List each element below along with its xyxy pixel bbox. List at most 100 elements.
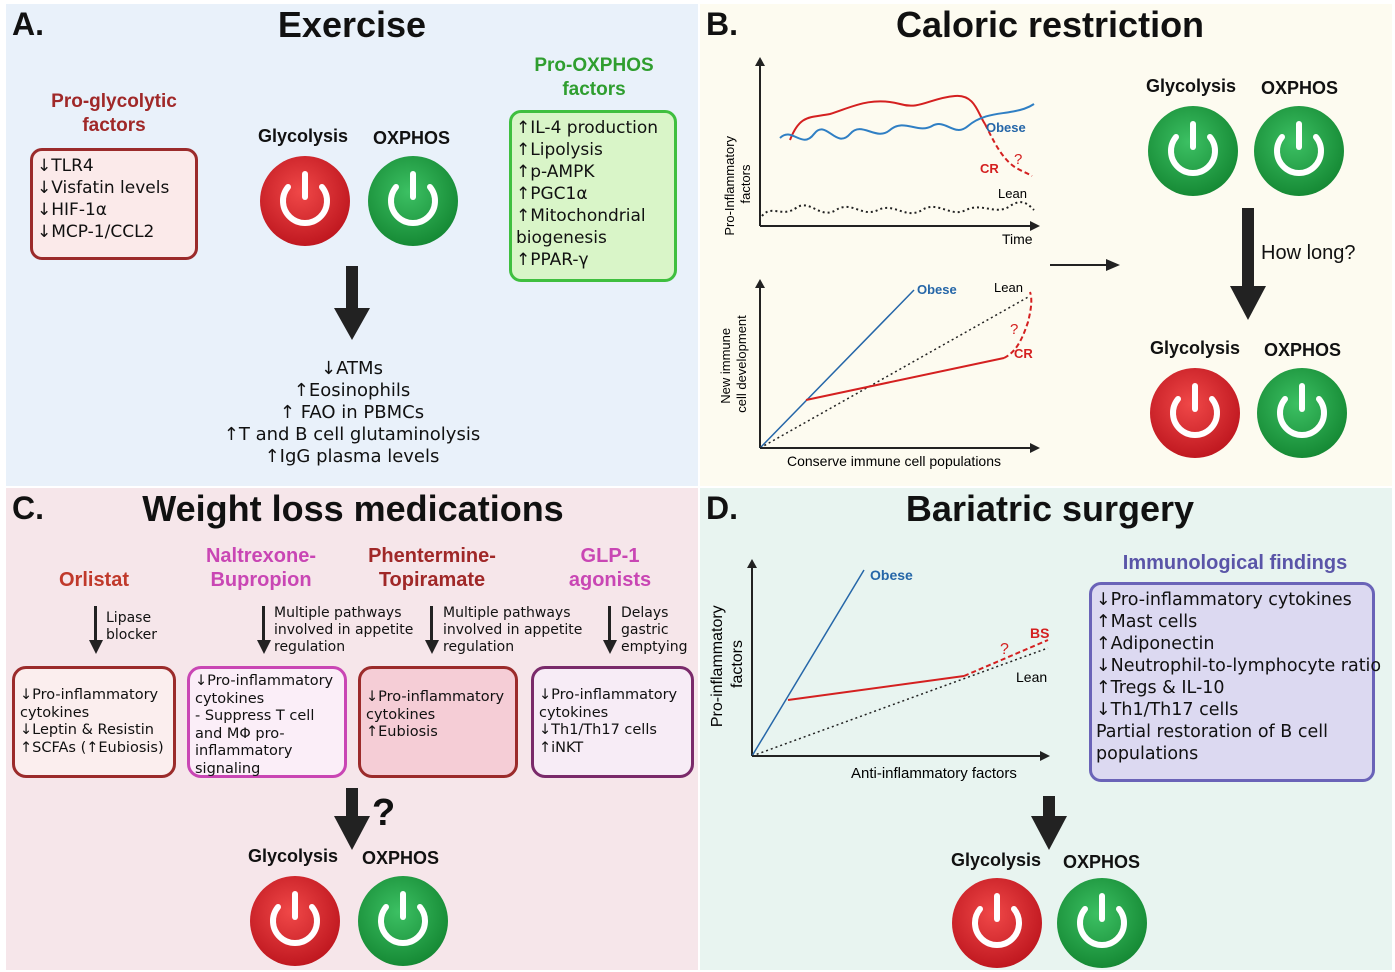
panel-title: Exercise <box>277 4 427 45</box>
oxphos-factors-box: ↑IL-4 production ↑Lipolysis ↑p-AMPK ↑PGC… <box>509 110 677 282</box>
cr-label: CR <box>1014 346 1033 361</box>
power-button-icon <box>952 878 1042 968</box>
question-mark: ? <box>1000 641 1009 658</box>
glycolysis-label: Glycolysis <box>951 850 1042 870</box>
right-arrow-icon <box>1050 259 1120 271</box>
x-axis-label: Anti-inflammatory factors <box>851 765 1017 782</box>
oxphos-label: OXPHOS <box>373 128 451 148</box>
immune-cell-development-chart: New immune cell development Conserve imm… <box>718 279 1040 469</box>
list-item: ↓Th1/Th17 cells <box>1096 700 1239 720</box>
question-mark: ? <box>1010 321 1018 338</box>
lean-line <box>751 647 1049 757</box>
list-item: ↓Neutrophil-to-lymphocyte ratio <box>1096 656 1382 676</box>
how-long-label: How long? <box>1261 242 1356 264</box>
list-item: ↓TLR4 <box>37 156 94 176</box>
down-arrow-icon <box>1031 796 1067 850</box>
list-item: ↑Lipolysis <box>516 140 603 160</box>
down-arrow-icon <box>334 266 370 340</box>
drug-effects-box: ↓Pro-inflammatory cytokines ↓Leptin & Re… <box>12 666 176 778</box>
power-button-icon <box>1150 368 1240 458</box>
drug-mechanism: Multiple pathways involved in appetite r… <box>443 605 583 655</box>
power-button-icon <box>368 156 458 246</box>
drug-mechanism: Delays gastric emptying <box>621 605 688 655</box>
glycolysis-label: Glycolysis <box>1146 76 1237 96</box>
panel-letter: A. <box>12 6 44 42</box>
power-button-icon <box>1057 878 1147 968</box>
findings-heading: Immunological findings <box>1122 552 1348 574</box>
list-item: ↑PPAR-γ <box>516 250 589 270</box>
obese-line <box>779 103 1035 141</box>
cr-line-solid <box>789 94 986 141</box>
lean-label: Lean <box>1016 669 1047 685</box>
power-button-icon <box>1254 106 1344 196</box>
panel-letter: D. <box>706 490 738 526</box>
list-item: ↑Eosinophils <box>293 380 411 401</box>
glycolytic-heading: Pro-glycolytic factors <box>51 91 177 136</box>
list-item: ↑PGC1α <box>516 184 588 204</box>
list-item: ↑T and B cell glutaminolysis <box>223 424 481 445</box>
down-arrow-icon <box>1230 208 1266 320</box>
drug-name-phentermine-topiramate: Phentermine- Topiramate <box>368 545 496 591</box>
panel-exercise: A. Exercise Pro-glycolytic factors ↓TLR4… <box>6 4 698 486</box>
cr-label: CR <box>980 161 999 176</box>
panel-letter: B. <box>706 6 738 42</box>
list-item: ↓HIF-1α <box>37 200 107 220</box>
pro-vs-anti-inflammatory-chart: Pro-inflammatory factors Anti-inflammato… <box>709 559 1050 782</box>
down-arrow-icon <box>89 606 103 654</box>
list-item: ↓MCP-1/CCL2 <box>37 222 155 242</box>
list-item: ↑p-AMPK <box>516 162 595 182</box>
down-arrow-icon <box>603 606 617 654</box>
list-item: ↑Adiponectin <box>1096 634 1215 654</box>
list-item: ↑Tregs & IL-10 <box>1096 678 1225 698</box>
oxphos-label: OXPHOS <box>1063 852 1141 872</box>
glycolytic-factors-box: ↓TLR4 ↓Visfatin levels ↓HIF-1α ↓MCP-1/CC… <box>30 148 198 260</box>
list-item: ↓Pro-inflammatory cytokines <box>1096 590 1352 610</box>
glycolysis-label: Glycolysis <box>258 126 349 146</box>
drug-name-glp1-agonists: GLP-1 agonists <box>568 545 652 591</box>
panel-title: Bariatric surgery <box>905 488 1195 529</box>
list-item: ↑Mast cells <box>1096 612 1198 632</box>
lean-line <box>761 201 1035 217</box>
oxphos-label: OXPHOS <box>1261 78 1339 98</box>
x-axis-label: Conserve immune cell populations <box>787 453 1001 469</box>
oxphos-heading: Pro-OXPHOS factors <box>534 55 654 100</box>
list-item: ↓ATMs <box>321 358 383 379</box>
lean-label: Lean <box>994 280 1023 295</box>
list-item: ↑IgG plasma levels <box>264 446 440 467</box>
obese-line <box>751 569 865 757</box>
list-item: ↑IL-4 production <box>516 118 659 138</box>
obese-label: Obese <box>917 282 957 297</box>
list-item: biogenesis <box>516 228 607 248</box>
power-button-icon <box>250 876 340 966</box>
drug-name-naltrexone-bupropion: Naltrexone- Bupropion <box>205 545 317 591</box>
list-item: ↑ FAO in PBMCs <box>279 402 425 423</box>
panel-letter: C. <box>12 490 44 526</box>
drug-effects-box: ↓Pro-inflammatory cytokines ↓Th1/Th17 ce… <box>531 666 694 778</box>
lean-label: Lean <box>998 186 1027 201</box>
drug-effects-box: ↓Pro-inflammatory cytokines ↑Eubiosis <box>358 666 518 778</box>
glycolysis-label: Glycolysis <box>248 846 339 866</box>
drug-mechanism: Multiple pathways involved in appetite r… <box>274 605 414 655</box>
obese-line <box>759 289 915 449</box>
y-axis-label: Pro-Inflammatory factors <box>722 132 753 235</box>
power-button-icon <box>260 156 350 246</box>
question-mark: ? <box>372 792 396 834</box>
down-arrow-icon <box>257 606 271 654</box>
drug-effects-box: ↓Pro-inflammatory cytokines - Suppress T… <box>187 666 347 778</box>
panel-weight-loss-medications: C. Weight loss medications Orlistat Lipa… <box>6 488 698 970</box>
obese-label: Obese <box>986 120 1026 135</box>
power-button-icon <box>1148 106 1238 196</box>
obese-label: Obese <box>870 567 913 583</box>
down-arrow-icon <box>425 606 439 654</box>
pro-inflammatory-time-chart: Pro-Inflammatory factors Time Obese CR ?… <box>722 57 1040 247</box>
bs-line-dashed <box>963 639 1049 677</box>
bs-line-solid <box>787 675 965 701</box>
power-button-icon <box>358 876 448 966</box>
panel-caloric-restriction: B. Caloric restriction Pro-Inflammatory … <box>700 4 1392 486</box>
bs-label: BS <box>1030 625 1049 641</box>
drug-name-orlistat: Orlistat <box>58 569 130 591</box>
list-item: Partial restoration of B cell <box>1096 722 1328 742</box>
panel-title: Caloric restriction <box>895 4 1205 45</box>
list-item: ↑Mitochondrial <box>516 206 646 226</box>
x-axis-label: Time <box>1002 231 1033 247</box>
